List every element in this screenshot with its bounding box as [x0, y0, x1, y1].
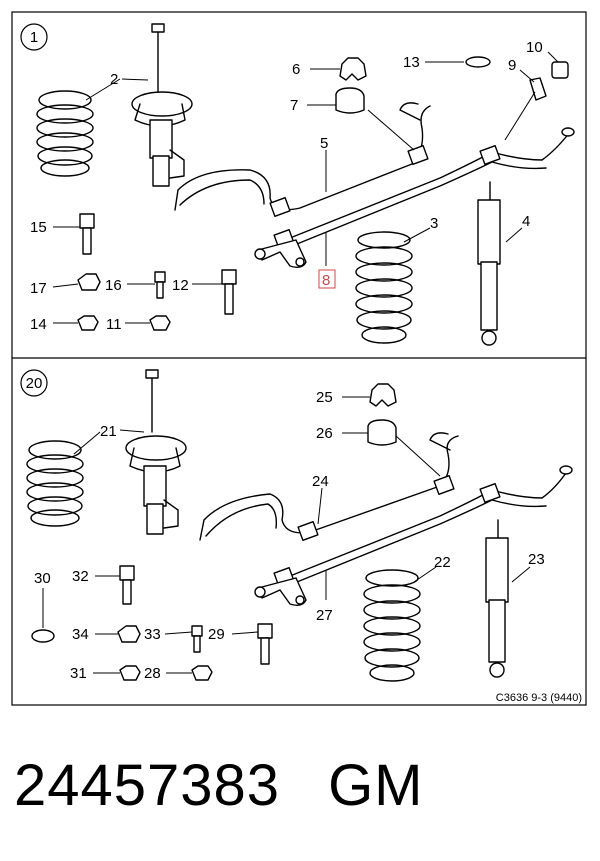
callout-15: 15 — [30, 219, 47, 236]
section-20-leaders — [42, 396, 531, 674]
callout-21: 21 — [100, 423, 117, 440]
nut-28 — [191, 665, 213, 681]
nut-34 — [117, 625, 141, 643]
callout-24: 24 — [312, 473, 329, 490]
nut-14 — [77, 315, 99, 331]
front-coil-spring — [36, 90, 94, 177]
brand-label: GM — [328, 753, 424, 818]
callout-28: 28 — [144, 665, 161, 682]
callout-26: 26 — [316, 425, 333, 442]
callout-23: 23 — [528, 551, 545, 568]
section-1-badge — [20, 23, 48, 51]
bolt-16 — [154, 271, 166, 299]
callout-8-highlight-box — [318, 269, 336, 289]
front-anti-roll-bar-20 — [199, 432, 459, 542]
callout-29: 29 — [208, 626, 225, 643]
callout-34: 34 — [72, 626, 89, 643]
bushing-25 — [369, 383, 397, 407]
washer-30 — [31, 629, 55, 643]
section-20-number: 20 — [26, 375, 43, 392]
callout-9: 9 — [508, 57, 516, 74]
section-1-number: 1 — [30, 29, 38, 46]
nut-31 — [119, 665, 141, 681]
bolt-33 — [191, 625, 203, 653]
bushing-26 — [367, 419, 397, 446]
callout-22: 22 — [434, 554, 451, 571]
callout-30: 30 — [34, 570, 51, 587]
callout-27: 27 — [316, 607, 333, 624]
rear-coil-spring — [355, 231, 413, 344]
stabilizer-link — [254, 239, 307, 269]
section-1-leaders — [52, 51, 559, 324]
callout-13: 13 — [403, 54, 420, 71]
exploded-parts-diagram: 1 — [11, 11, 587, 706]
rear-coil-spring-20 — [363, 569, 421, 682]
bolt-29 — [257, 623, 273, 665]
front-coil-spring-20 — [26, 440, 84, 527]
nut-17 — [77, 273, 101, 291]
bushing-7 — [335, 87, 365, 114]
callout-3: 3 — [430, 215, 438, 232]
callout-31: 31 — [70, 665, 87, 682]
section-1: 1 — [20, 23, 575, 346]
part-number: 24457383 — [14, 753, 281, 818]
callout-12: 12 — [172, 277, 189, 294]
front-anti-roll-bar — [174, 102, 431, 218]
callout-2: 2 — [110, 71, 118, 88]
section-20: 20 — [20, 369, 582, 704]
callout-14: 14 — [30, 316, 47, 333]
callout-8-highlighted: 8 — [322, 272, 330, 289]
bolt-15 — [79, 213, 95, 255]
rear-shock-absorber-20 — [485, 519, 509, 678]
bushing-6 — [339, 57, 367, 81]
callout-33: 33 — [144, 626, 161, 643]
front-strut — [131, 23, 193, 187]
rear-shock-absorber — [477, 181, 501, 346]
callout-7: 7 — [290, 97, 298, 114]
callout-25: 25 — [316, 389, 333, 406]
bushing-10 — [551, 61, 569, 79]
callout-16: 16 — [105, 277, 122, 294]
rear-anti-roll-bar — [273, 127, 575, 250]
front-strut-20 — [125, 369, 187, 535]
callout-6: 6 — [292, 61, 300, 78]
stabilizer-link-20 — [254, 577, 307, 607]
nut-11 — [149, 315, 171, 331]
part-number-footer: 24457383 GM — [14, 752, 594, 819]
bolt-32 — [119, 565, 135, 605]
callout-10: 10 — [526, 39, 543, 56]
bolt-12 — [221, 269, 237, 315]
section-20-badge — [20, 369, 48, 397]
callout-4: 4 — [522, 213, 530, 230]
callout-32: 32 — [72, 568, 89, 585]
callout-5: 5 — [320, 135, 328, 152]
washer-13 — [465, 56, 491, 68]
diagram-code: C3636 9-3 (9440) — [496, 692, 582, 704]
callout-17: 17 — [30, 280, 47, 297]
callout-11: 11 — [106, 316, 122, 333]
